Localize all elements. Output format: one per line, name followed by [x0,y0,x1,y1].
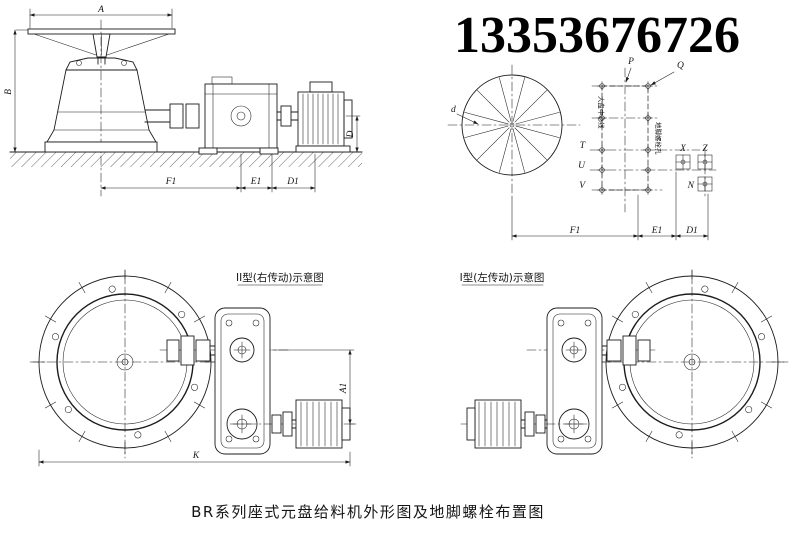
dim-label-e1-right: E1 [651,226,663,236]
caption: BR系列座式元盘给料机外形图及地脚螺栓布置图 [191,503,545,521]
ground-hatch [9,151,363,167]
dimension-a1: A1 [271,349,355,425]
dim-label-d: D [346,130,356,138]
dim-label-a1: A1 [339,383,349,395]
dim-label-b: B [4,89,14,95]
plan-view-left-drive: I型(左传动)示意图 [460,269,789,459]
dim-label-d-small: d [451,105,456,115]
centerline-label: 大盘中心线 [597,96,606,129]
label-n: N [687,181,695,191]
phone-number: 13353676726 [454,7,740,64]
label-x: X [679,144,687,154]
label-t: T [580,141,586,151]
label-v: V [579,181,586,191]
dimension-a: A [29,5,173,29]
dimension-k: K [38,449,351,467]
dim-label-f1: F1 [165,177,177,187]
dim-label-p: P [627,57,634,67]
dim-label-k: K [192,451,200,461]
motor-plan-left [229,399,357,449]
right-drive-title: II型(右传动)示意图 [236,271,324,284]
side-elevation-view: A [4,5,363,197]
disc-plan-left [29,269,225,459]
dim-label-d1-right: D1 [685,226,698,236]
gearbox-plan-right [546,307,603,455]
input-coupling-left [159,335,291,366]
motor-side [276,81,353,153]
anchor-bolt-layout: d P Q 大盘中心线 地脚螺栓孔 T U V [447,57,717,241]
bolt-hole-label: 地脚螺栓孔 [654,122,663,155]
dim-label-f1-right: F1 [569,226,581,236]
dim-label-d1: D1 [286,177,299,187]
bolt-layout-dimension-chain: F1 E1 D1 [511,171,709,241]
plan-view-right-drive: II型(右传动)示意图 [29,269,357,467]
label-z: Z [702,144,708,154]
bolt-grid: P Q 大盘中心线 地脚螺栓孔 T U V [578,57,717,213]
dim-label-q: Q [677,61,684,71]
gearbox-side [198,76,279,155]
handwheel [27,28,176,65]
disc-plan-circle: d [447,64,581,199]
gearbox-plan-left [214,307,271,455]
dim-label-a: A [97,5,104,15]
feeder-body [44,57,158,153]
dimension-b: B [4,29,29,153]
input-shaft-coupling [144,103,200,129]
dim-label-e1: E1 [250,177,262,187]
bottom-dimension-chain: F1 E1 D1 [100,153,316,193]
left-drive-title: I型(左传动)示意图 [460,271,545,284]
bolt-detail-squares: X Z N [675,144,713,199]
dimension-d: D [345,115,361,153]
label-u: U [578,161,586,171]
motor-plan-right [460,399,588,449]
